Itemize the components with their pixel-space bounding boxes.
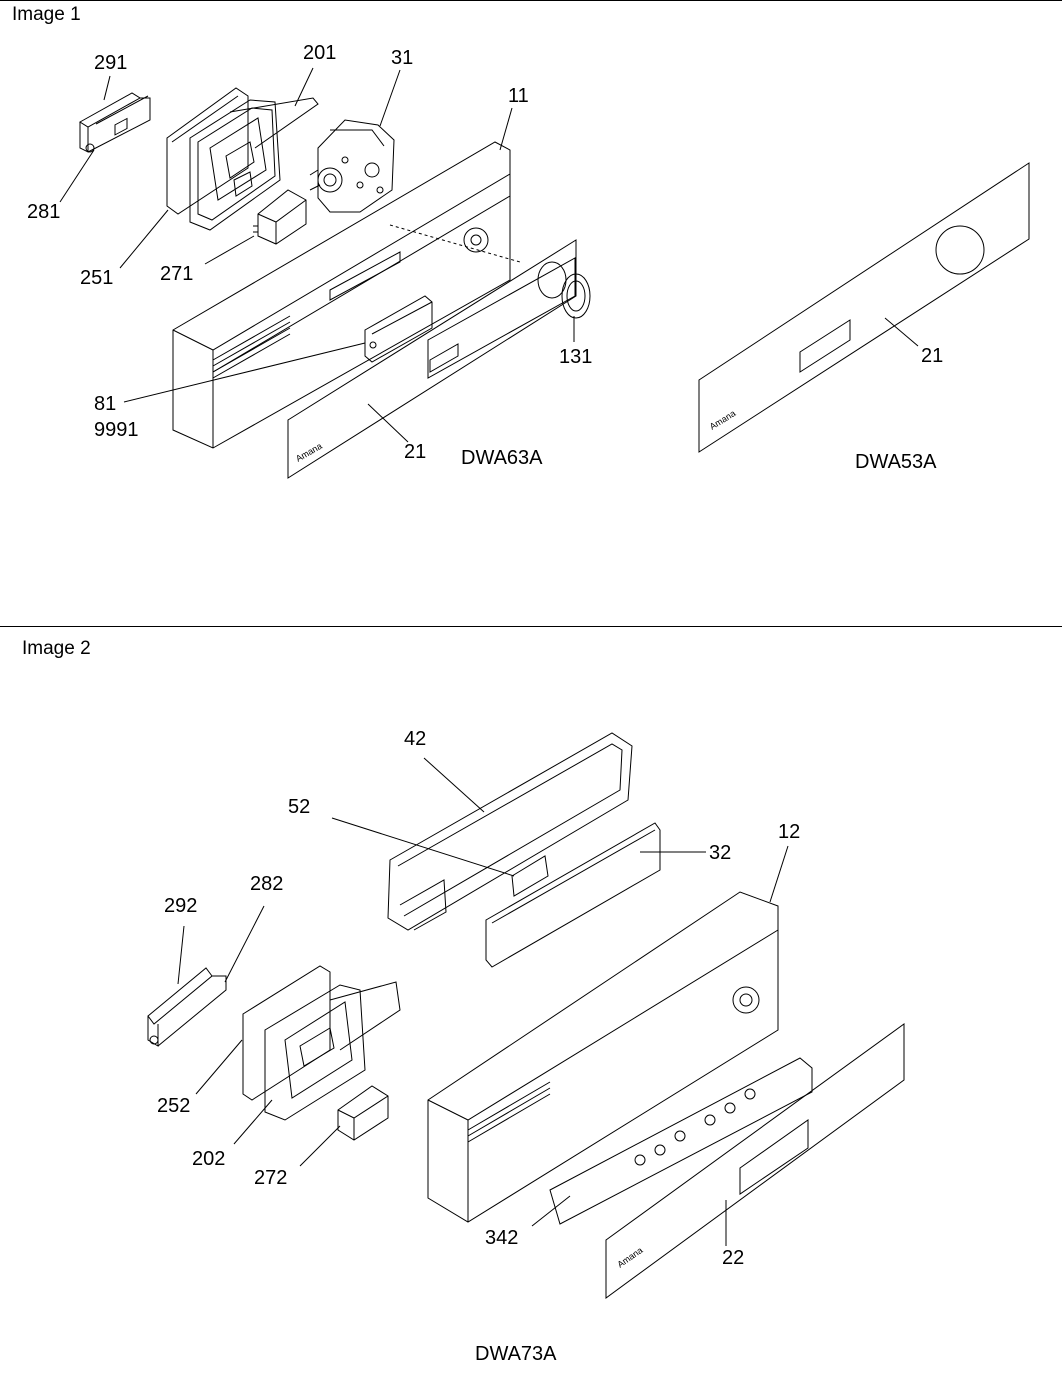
callout-272: 272 bbox=[254, 1167, 288, 1189]
svg-text:Amana: Amana bbox=[708, 408, 737, 432]
part-342-overlay bbox=[549, 1057, 813, 1225]
callout-282: 282 bbox=[250, 873, 284, 895]
part-22-overlay-dwa73a: Amana bbox=[605, 1023, 905, 1299]
part-81-bracket bbox=[364, 295, 433, 363]
callout-22: 22 bbox=[722, 1247, 745, 1269]
part-202-handle bbox=[264, 981, 401, 1121]
callout-271: 271 bbox=[160, 263, 194, 285]
callout-251: 251 bbox=[80, 267, 114, 289]
model-label-dwa73a: DWA73A bbox=[475, 1343, 557, 1365]
section-label-image-2: Image 2 bbox=[22, 638, 91, 659]
model-label-dwa53a: DWA53A bbox=[855, 451, 937, 473]
leader-lines-image-1 bbox=[59, 67, 919, 443]
callout-52: 52 bbox=[288, 796, 311, 818]
callout-31: 31 bbox=[391, 47, 414, 69]
svg-text:Amana: Amana bbox=[294, 441, 324, 464]
callout-252: 252 bbox=[157, 1095, 191, 1117]
part-131-knob bbox=[537, 261, 591, 319]
part-292-bracket bbox=[147, 967, 227, 1047]
callout-202: 202 bbox=[192, 1148, 226, 1170]
part-251-gasket bbox=[166, 87, 249, 215]
part-201-handle bbox=[189, 97, 319, 231]
callout-42: 42 bbox=[404, 728, 427, 750]
console-control-area bbox=[427, 257, 576, 379]
callout-81: 81 bbox=[94, 393, 117, 415]
callout-281: 281 bbox=[27, 201, 61, 223]
callout-342: 342 bbox=[485, 1227, 519, 1249]
part-271-switch bbox=[253, 189, 307, 245]
callout-32: 32 bbox=[709, 842, 732, 864]
callout-11: 11 bbox=[508, 85, 529, 107]
callout-291: 291 bbox=[94, 52, 128, 74]
part-21-overlay-dwa53a: Amana bbox=[698, 162, 1030, 453]
part-291-bracket bbox=[79, 92, 151, 153]
top-border bbox=[0, 0, 1062, 1]
part-32-board bbox=[485, 822, 661, 968]
callout-292: 292 bbox=[164, 895, 198, 917]
part-12-console bbox=[427, 891, 779, 1223]
svg-text:Amana: Amana bbox=[615, 1245, 644, 1270]
part-252-gasket bbox=[242, 965, 331, 1101]
part-52-bracket bbox=[511, 855, 549, 897]
part-272-switch bbox=[337, 1085, 389, 1141]
callout-9991: 9991 bbox=[94, 419, 139, 441]
section-label-image-1: Image 1 bbox=[12, 4, 81, 25]
part-11-console bbox=[172, 141, 511, 449]
part-31-timer bbox=[309, 119, 395, 213]
callout-21-dwa53a: 21 bbox=[921, 345, 944, 367]
part-42-console-back bbox=[387, 732, 633, 931]
model-label-dwa63a: DWA63A bbox=[461, 447, 543, 469]
section-divider bbox=[0, 626, 1062, 627]
leader-lines-image-2 bbox=[177, 757, 789, 1246]
callout-12: 12 bbox=[778, 821, 801, 843]
callout-201: 201 bbox=[303, 42, 337, 64]
callout-131: 131 bbox=[559, 346, 593, 368]
callout-21-dwa63a: 21 bbox=[404, 441, 427, 463]
